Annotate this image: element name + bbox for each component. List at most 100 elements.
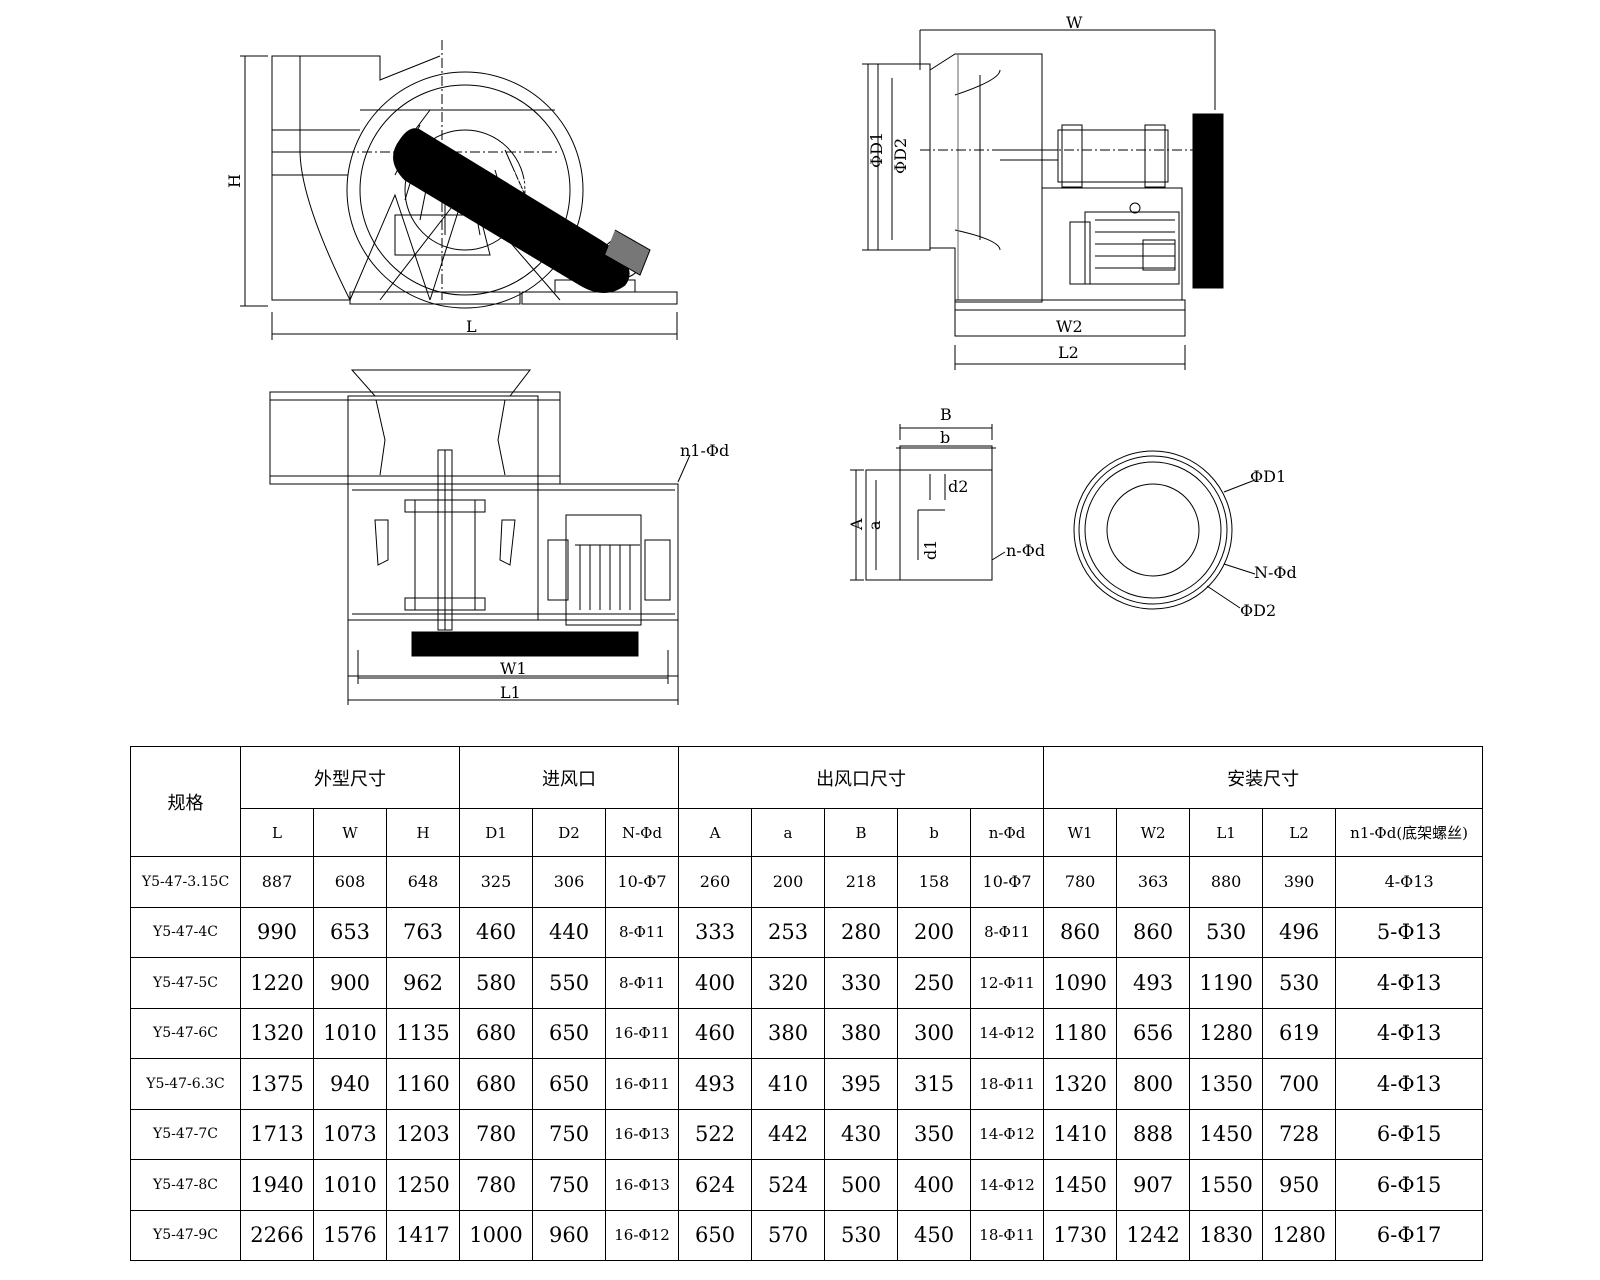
col-header: D2 [532,808,607,857]
col-header: N-Φd [605,808,680,857]
value-cell: 530 [1189,906,1264,958]
label-w1: W1 [500,659,527,678]
value-cell: 1576 [313,1209,387,1261]
value-cell: 16-Φ12 [605,1209,680,1261]
model-cell: Y5-47-8C [130,1159,241,1211]
label-n-phi-d: n-Φd [1006,541,1045,560]
value-cell: 5-Φ13 [1335,906,1484,958]
value-cell: 395 [824,1058,899,1110]
value-cell: 253 [751,906,826,958]
value-cell: 1320 [1043,1058,1118,1110]
label-d2-small: d2 [948,477,968,496]
value-cell: 6-Φ15 [1335,1108,1484,1160]
value-cell: 1450 [1189,1108,1264,1160]
header-outline: 外型尺寸 [239,746,461,809]
col-header: B [824,808,899,857]
label-circle-phi-d2: ΦD2 [1240,601,1276,620]
col-header: W [313,808,387,857]
value-cell: 1190 [1189,957,1264,1009]
value-cell: 8-Φ11 [970,906,1045,958]
value-cell: 1160 [385,1058,461,1110]
value-cell: 218 [824,856,899,908]
value-cell: 10-Φ7 [970,856,1045,908]
value-cell: 450 [897,1209,972,1261]
value-cell: 780 [1043,856,1118,908]
value-cell: 380 [751,1007,826,1059]
value-cell: 8-Φ11 [605,906,680,958]
model-cell: Y5-47-4C [130,906,241,958]
label-d1-small: d1 [921,540,940,560]
value-cell: 4-Φ13 [1335,856,1484,908]
value-cell: 363 [1116,856,1191,908]
value-cell: 1320 [240,1007,314,1059]
value-cell: 860 [1116,906,1191,958]
model-cell: Y5-47-6C [130,1007,241,1059]
col-header: n1-Φd(底架螺丝) [1335,808,1484,857]
value-cell: 1280 [1262,1209,1337,1261]
value-cell: 4-Φ13 [1335,957,1484,1009]
value-cell: 550 [532,957,607,1009]
value-cell: 6-Φ15 [1335,1159,1484,1211]
value-cell: 1250 [385,1159,461,1211]
col-header: a [751,808,826,857]
header-inlet: 进风口 [459,746,680,809]
value-cell: 350 [897,1108,972,1160]
value-cell: 888 [1116,1108,1191,1160]
value-cell: 300 [897,1007,972,1059]
value-cell: 430 [824,1108,899,1160]
label-w: W [1066,13,1083,32]
value-cell: 524 [751,1159,826,1211]
label-circle-phi-d1: ΦD1 [1250,467,1286,486]
value-cell: 250 [897,957,972,1009]
label-b-outer: B [940,405,952,424]
belt-guard [393,128,651,293]
value-cell: 1000 [459,1209,534,1261]
value-cell: 1417 [385,1209,461,1261]
value-cell: 900 [313,957,387,1009]
belt-guard-side [1192,113,1224,289]
value-cell: 390 [1262,856,1337,908]
label-a-outer: A [847,518,866,531]
value-cell: 860 [1043,906,1118,958]
value-cell: 306 [532,856,607,908]
value-cell: 1242 [1116,1209,1191,1261]
fan-technical-drawing: W H L FANS ΦD1 ΦD2 W2 L2 n1-Φd W1 L1 B b… [225,13,1297,705]
value-cell: 1730 [1043,1209,1118,1261]
value-cell: 650 [678,1209,753,1261]
value-cell: 650 [532,1007,607,1059]
label-h: H [225,174,244,188]
value-cell: 608 [313,856,387,908]
col-header: W2 [1116,808,1191,857]
value-cell: 12-Φ11 [970,957,1045,1009]
value-cell: 440 [532,906,607,958]
value-cell: 10-Φ7 [605,856,680,908]
value-cell: 18-Φ11 [970,1058,1045,1110]
value-cell: 493 [1116,957,1191,1009]
value-cell: 950 [1262,1159,1337,1211]
col-header: L1 [1189,808,1264,857]
value-cell: 1220 [240,957,314,1009]
value-cell: 624 [678,1159,753,1211]
model-cell: Y5-47-5C [130,957,241,1009]
value-cell: 280 [824,906,899,958]
label-circle-n-phi-d: N-Φd [1254,563,1297,582]
value-cell: 750 [532,1159,607,1211]
col-header: W1 [1043,808,1118,857]
value-cell: 330 [824,957,899,1009]
value-cell: 16-Φ13 [605,1108,680,1160]
value-cell: 680 [459,1058,534,1110]
label-l2: L2 [1058,343,1079,362]
value-cell: 380 [824,1007,899,1059]
side-view [862,29,1216,370]
label-b-inner: b [940,428,950,447]
value-cell: 500 [824,1159,899,1211]
value-cell: 700 [1262,1058,1337,1110]
label-l1: L1 [500,683,521,702]
value-cell: 260 [678,856,753,908]
value-cell: 653 [313,906,387,958]
